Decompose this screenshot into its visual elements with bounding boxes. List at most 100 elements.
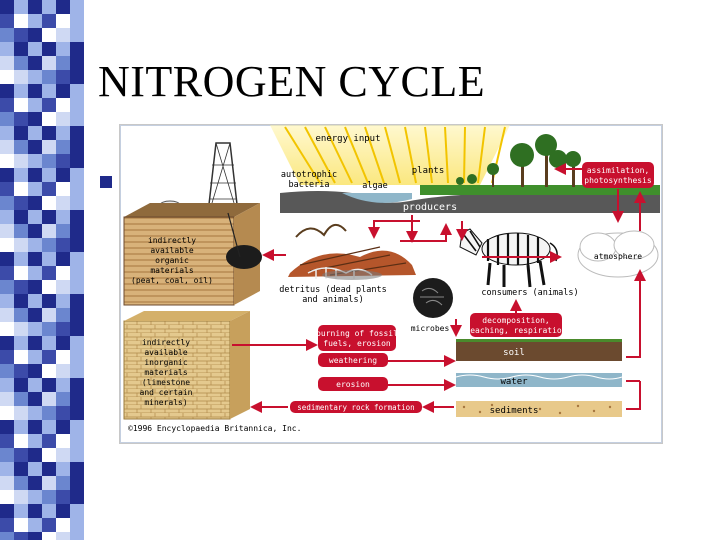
strip-cell bbox=[14, 210, 28, 224]
plants-label: plants bbox=[412, 166, 445, 176]
strip-cell bbox=[0, 98, 14, 112]
strip-cell bbox=[70, 308, 84, 322]
producers-ground bbox=[280, 191, 660, 213]
microbes-illustration bbox=[413, 278, 453, 318]
assimilation-box bbox=[582, 162, 654, 188]
strip-cell bbox=[42, 56, 56, 70]
organic-rock-block bbox=[123, 216, 235, 306]
strip-cell bbox=[0, 266, 14, 280]
strip-cell bbox=[56, 70, 70, 84]
strip-cell bbox=[56, 420, 70, 434]
strip-cell bbox=[0, 210, 14, 224]
strip-cell bbox=[70, 196, 84, 210]
strip-cell bbox=[70, 280, 84, 294]
strip-cell bbox=[56, 154, 70, 168]
strip-cell bbox=[70, 238, 84, 252]
strip-cell bbox=[28, 182, 42, 196]
strip-cell bbox=[42, 406, 56, 420]
strip-cell bbox=[14, 238, 28, 252]
cycle-arrows bbox=[232, 163, 646, 413]
strip-cell bbox=[28, 350, 42, 364]
strip-cell bbox=[0, 392, 14, 406]
strip-cell bbox=[70, 210, 84, 224]
strip-cell bbox=[42, 252, 56, 266]
strip-cell bbox=[0, 84, 14, 98]
strip-cell bbox=[28, 238, 42, 252]
strip-cell bbox=[70, 462, 84, 476]
strip-cell bbox=[42, 168, 56, 182]
strip-cell bbox=[70, 42, 84, 56]
strip-cell bbox=[28, 378, 42, 392]
strip-cell bbox=[14, 308, 28, 322]
strip-cell bbox=[0, 224, 14, 238]
consumers-label: consumers (animals) bbox=[481, 288, 578, 298]
strip-cell bbox=[42, 294, 56, 308]
microbes-label: microbes bbox=[411, 324, 450, 333]
water-label: water bbox=[500, 377, 528, 387]
strip-cell bbox=[28, 70, 42, 84]
strip-cell bbox=[70, 0, 84, 14]
strip-cell bbox=[42, 532, 56, 540]
weathering-box bbox=[318, 353, 388, 367]
strip-cell bbox=[70, 70, 84, 84]
strip-cell bbox=[14, 532, 28, 540]
burning-box bbox=[318, 325, 396, 351]
strip-cell bbox=[70, 322, 84, 336]
strip-cell bbox=[56, 280, 70, 294]
strip-cell bbox=[14, 126, 28, 140]
strip-cell bbox=[28, 14, 42, 28]
strip-cell bbox=[0, 532, 14, 540]
strip-cell bbox=[0, 490, 14, 504]
strip-cell bbox=[42, 154, 56, 168]
strip-cell bbox=[42, 434, 56, 448]
strip-cell bbox=[14, 336, 28, 350]
atmosphere-label: atmosphere bbox=[594, 252, 642, 261]
strip-cell bbox=[14, 350, 28, 364]
strip-cell bbox=[56, 336, 70, 350]
strip-cell bbox=[0, 140, 14, 154]
strip-cell bbox=[28, 490, 42, 504]
strip-cell bbox=[28, 280, 42, 294]
burning-label-line2: fuels, erosion bbox=[323, 339, 391, 348]
strip-cell bbox=[14, 476, 28, 490]
producers-label: producers bbox=[403, 202, 457, 213]
strip-cell bbox=[42, 112, 56, 126]
strip-cell bbox=[0, 280, 14, 294]
strip-cell bbox=[56, 84, 70, 98]
strip-cell bbox=[56, 252, 70, 266]
sediments-label: sediments bbox=[490, 406, 539, 416]
strip-cell bbox=[70, 476, 84, 490]
strip-cell bbox=[42, 392, 56, 406]
strip-cell bbox=[42, 84, 56, 98]
strip-cell bbox=[70, 378, 84, 392]
autotrophic-label-line1: autotrophic bbox=[281, 170, 337, 180]
strip-cell bbox=[14, 168, 28, 182]
slide-title: NITROGEN CYCLE bbox=[98, 57, 486, 106]
strip-cell bbox=[70, 406, 84, 420]
strip-cell bbox=[14, 518, 28, 532]
strip-cell bbox=[0, 168, 14, 182]
strip-cell bbox=[56, 364, 70, 378]
strip-cell bbox=[42, 490, 56, 504]
strip-cell bbox=[14, 448, 28, 462]
strip-cell bbox=[56, 140, 70, 154]
strip-cell bbox=[14, 0, 28, 14]
strip-cell bbox=[42, 42, 56, 56]
strip-cell bbox=[56, 378, 70, 392]
strip-cell bbox=[56, 28, 70, 42]
weathering-label: weathering bbox=[329, 356, 377, 365]
inorganic-rock-side bbox=[230, 311, 250, 419]
strip-cell bbox=[42, 210, 56, 224]
strip-cell bbox=[28, 308, 42, 322]
strip-cell bbox=[28, 420, 42, 434]
strip-cell bbox=[56, 476, 70, 490]
strip-cell bbox=[0, 70, 14, 84]
strip-cell bbox=[14, 112, 28, 126]
strip-cell bbox=[14, 392, 28, 406]
strip-cell bbox=[70, 434, 84, 448]
strip-cell bbox=[0, 336, 14, 350]
strip-cell bbox=[70, 28, 84, 42]
strip-cell bbox=[14, 14, 28, 28]
strip-cell bbox=[28, 28, 42, 42]
soil-label: soil bbox=[503, 348, 525, 358]
